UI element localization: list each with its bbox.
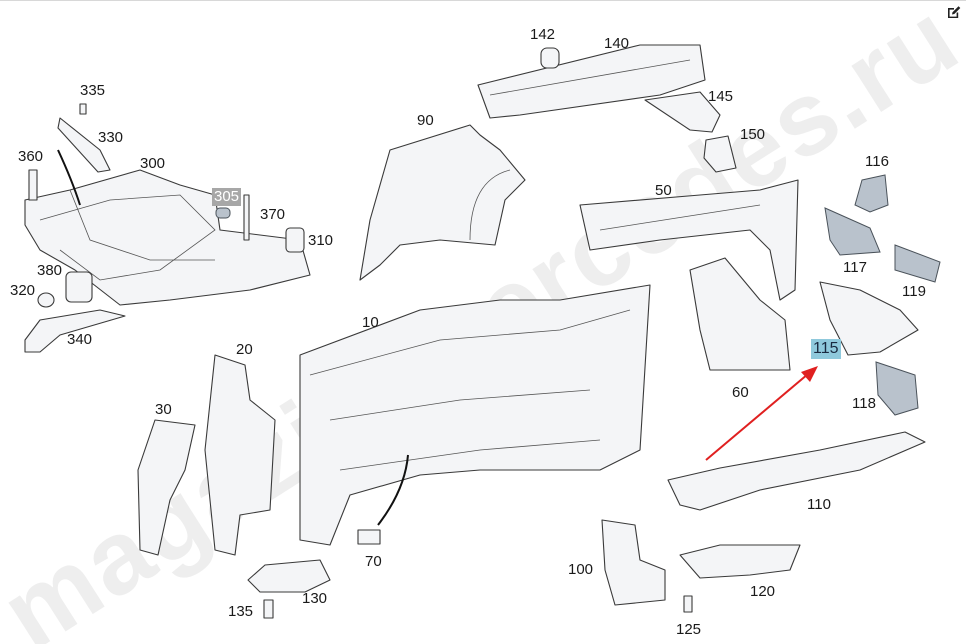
part-100-bracket[interactable] (601, 519, 666, 606)
label-119[interactable]: 119 (902, 283, 926, 300)
label-115-selected[interactable]: 115 (811, 339, 841, 359)
label-150[interactable]: 150 (740, 126, 766, 143)
red-arrow-pointer (705, 366, 818, 461)
part-119[interactable] (894, 244, 941, 283)
label-10[interactable]: 10 (362, 314, 379, 331)
label-120[interactable]: 120 (750, 583, 776, 600)
part-305-bushing[interactable] (215, 207, 231, 219)
top-divider (0, 0, 966, 1)
part-110-rail[interactable] (667, 431, 926, 511)
part-118[interactable] (875, 361, 919, 416)
label-50[interactable]: 50 (655, 182, 672, 199)
edit-icon[interactable] (946, 4, 962, 20)
part-142-bumper[interactable] (540, 47, 560, 69)
part-70-clip[interactable] (357, 529, 381, 545)
label-30[interactable]: 30 (155, 401, 172, 418)
label-330[interactable]: 330 (98, 129, 124, 146)
label-100[interactable]: 100 (568, 561, 594, 578)
part-60-panel[interactable] (689, 257, 791, 371)
part-370-bolt[interactable] (243, 194, 250, 241)
label-335[interactable]: 335 (80, 82, 106, 99)
part-116[interactable] (854, 174, 889, 213)
leader-line-70 (377, 454, 409, 526)
label-340[interactable]: 340 (67, 331, 93, 348)
label-300[interactable]: 300 (140, 155, 166, 172)
part-115-panel[interactable] (819, 281, 919, 356)
part-120-panel[interactable] (679, 544, 801, 579)
part-320-bushing[interactable] (37, 292, 55, 308)
label-117[interactable]: 117 (843, 259, 867, 276)
part-10-front-structure[interactable] (299, 284, 651, 546)
part-145-bracket[interactable] (644, 91, 721, 133)
part-140-crossmember[interactable] (477, 44, 706, 119)
label-320[interactable]: 320 (10, 282, 36, 299)
label-380[interactable]: 380 (37, 262, 63, 279)
label-140[interactable]: 140 (604, 35, 630, 52)
label-310[interactable]: 310 (308, 232, 334, 249)
part-335-330[interactable] (57, 103, 111, 173)
part-135-bolt[interactable] (263, 599, 274, 619)
label-90[interactable]: 90 (417, 112, 434, 129)
part-20-pillar[interactable] (204, 354, 276, 556)
label-305[interactable]: 305 (212, 188, 242, 206)
part-300-subframe[interactable] (24, 169, 311, 306)
label-142[interactable]: 142 (530, 26, 556, 43)
part-130-cover[interactable] (247, 559, 331, 593)
part-310-mount[interactable] (285, 227, 305, 253)
label-370[interactable]: 370 (260, 206, 286, 223)
label-135[interactable]: 135 (228, 603, 254, 620)
part-90-wheelhouse[interactable] (359, 124, 526, 281)
label-145[interactable]: 145 (708, 88, 734, 105)
part-380-mount[interactable] (65, 271, 93, 303)
part-150-bracket[interactable] (703, 135, 737, 173)
label-60[interactable]: 60 (732, 384, 749, 401)
part-360-bolt[interactable] (28, 169, 38, 201)
label-125[interactable]: 125 (676, 621, 702, 638)
leader-line-330 (57, 149, 81, 206)
label-110[interactable]: 110 (807, 496, 831, 513)
label-116[interactable]: 116 (865, 153, 889, 170)
label-70[interactable]: 70 (365, 553, 382, 570)
part-50-rail[interactable] (579, 179, 799, 301)
part-117[interactable] (824, 207, 881, 256)
label-130[interactable]: 130 (302, 590, 328, 607)
label-360[interactable]: 360 (18, 148, 44, 165)
part-30-pillar[interactable] (137, 419, 196, 556)
part-340-bracket[interactable] (24, 309, 126, 353)
label-20[interactable]: 20 (236, 341, 253, 358)
part-125-bolt[interactable] (683, 595, 693, 613)
label-118[interactable]: 118 (852, 395, 876, 412)
